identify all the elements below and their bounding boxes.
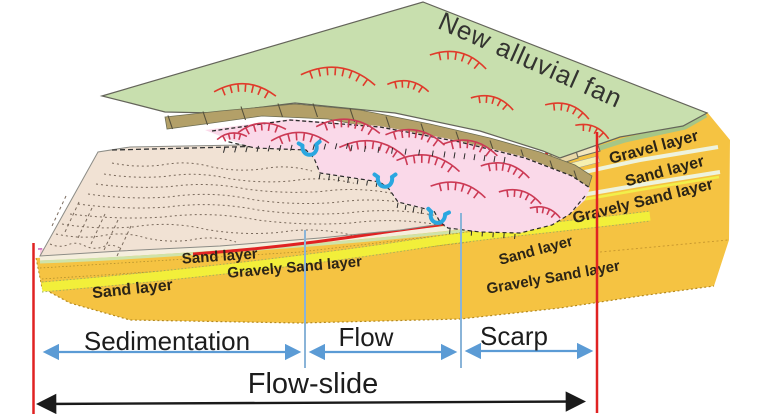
spring-symbols: [296, 139, 451, 225]
scarp-tick: [493, 155, 496, 163]
scarp-tick: [391, 147, 394, 154]
scarp-tick: [312, 143, 315, 151]
scarp-tick: [473, 154, 476, 161]
contour-line: [103, 173, 355, 184]
scarp-tick: [337, 176, 340, 182]
hachure-mark: [213, 82, 277, 99]
scarp-tick: [418, 149, 421, 156]
contour-line: [69, 213, 446, 227]
scarp-tick: [420, 208, 423, 215]
scarp-tick: [396, 202, 399, 209]
scarp-tick: [443, 151, 446, 158]
hachure-mark: [237, 122, 287, 135]
scarp-tick: [245, 146, 248, 153]
band-tick: [167, 115, 174, 130]
scarp-tick: [377, 146, 380, 153]
hachure-mark: [300, 66, 376, 87]
scarp-tick: [334, 143, 338, 150]
contour-line: [87, 193, 419, 206]
hachure-mark: [529, 205, 561, 219]
hachure-mark: [430, 181, 486, 199]
scarp-tick: [364, 145, 367, 152]
sediment-contour-lines: [49, 162, 446, 257]
scarp-tick: [323, 143, 327, 150]
contour-line: [95, 183, 397, 195]
hachure-mark: [338, 140, 406, 158]
scarp-tick: [290, 144, 293, 151]
scarp-tick: [256, 145, 260, 152]
scarp-tick: [412, 206, 415, 213]
scarp-tick: [278, 145, 282, 152]
hachure-mark: [575, 123, 610, 140]
scarp-tick: [350, 144, 353, 151]
scarp-tick: [328, 175, 330, 181]
hachure-mark: [442, 139, 498, 157]
flow-hachures: [216, 118, 561, 219]
scarp-tick: [404, 204, 407, 211]
label-sand-layer-mid: Sand layer: [181, 245, 258, 267]
measurement-annotations: Sedimentation Flow Scarp Flow-slide: [32, 132, 599, 415]
zone-label-flow-slide: Flow-slide: [248, 368, 379, 400]
zone-label-scarp: Scarp: [480, 321, 548, 351]
scarp-tick: [234, 146, 237, 153]
spring-symbol: [372, 172, 398, 189]
scarp-tick: [483, 155, 486, 162]
scarp-tick: [453, 152, 456, 159]
hachure-mark: [216, 132, 248, 142]
hachure-mark: [396, 154, 461, 173]
hachure-mark: [270, 131, 330, 146]
scarp-tick: [267, 145, 271, 152]
hachure-mark: [429, 50, 487, 70]
fan-hachures: [213, 50, 610, 140]
scarp-tick: [431, 150, 434, 157]
alluvial-fan: [99, 1, 709, 159]
scarp-tick: [347, 177, 349, 184]
scarp-tick: [345, 142, 349, 149]
hachure-mark: [480, 162, 530, 179]
hachure-mark: [387, 79, 430, 93]
spring-symbol: [296, 139, 322, 157]
contour-line: [61, 223, 353, 236]
hachure-mark: [315, 118, 381, 136]
band-tick: [240, 106, 247, 121]
zone-label-sedimentation: Sedimentation: [84, 326, 250, 356]
band-tick: [312, 103, 319, 118]
flow-slide-extent-arrow: [35, 391, 587, 415]
hachure-mark: [498, 188, 542, 205]
scarp-tick: [463, 153, 466, 160]
band-tick: [277, 103, 284, 118]
sand-yellow-band: [41, 210, 651, 293]
spring-symbol: [426, 206, 451, 225]
scarp-tick: [222, 146, 226, 153]
hachure-mark: [544, 102, 590, 120]
scarp-tick: [318, 173, 321, 180]
contour-line: [77, 203, 439, 217]
scarp-tick: [503, 156, 506, 163]
band-tick: [385, 116, 392, 131]
hachure-mark: [470, 94, 514, 111]
scarp-tick: [366, 180, 368, 186]
contour-line: [55, 233, 237, 243]
contour-line: [111, 162, 313, 172]
scarp-tick: [404, 148, 407, 155]
contour-line: [49, 242, 121, 249]
band-tick: [202, 111, 209, 126]
scarp-tick: [356, 179, 359, 185]
zone-label-flow: Flow: [339, 322, 394, 352]
hachure-mark: [385, 128, 446, 147]
